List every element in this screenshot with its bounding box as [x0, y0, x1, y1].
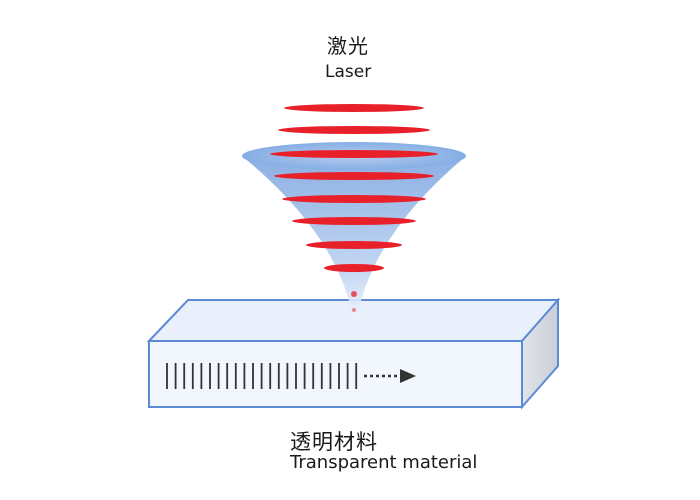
- laser-wavefronts: [270, 104, 438, 272]
- laser-focal-point-inner: [352, 308, 356, 312]
- laser-label-chinese: 激光: [327, 34, 369, 58]
- laser-wavefront: [278, 126, 430, 134]
- laser-wavefront: [284, 104, 424, 112]
- material-label-chinese: 透明材料: [290, 430, 378, 454]
- laser-label-english: Laser: [325, 62, 372, 82]
- arrow-right-icon: [364, 369, 416, 383]
- laser-modification-marks: [166, 363, 358, 389]
- laser-wavefront: [324, 264, 384, 272]
- laser-wavefront: [270, 150, 438, 158]
- laser-wavefront: [306, 241, 402, 249]
- laser-wavefront: [292, 217, 416, 225]
- transparent-material-block: [146, 297, 561, 410]
- block-front-face: [148, 340, 523, 408]
- laser-wavefront: [282, 195, 426, 203]
- laser-focal-point: [351, 291, 357, 297]
- laser-beam: [242, 104, 466, 318]
- laser-wavefront: [274, 172, 434, 180]
- material-label-english: Transparent material: [290, 452, 478, 473]
